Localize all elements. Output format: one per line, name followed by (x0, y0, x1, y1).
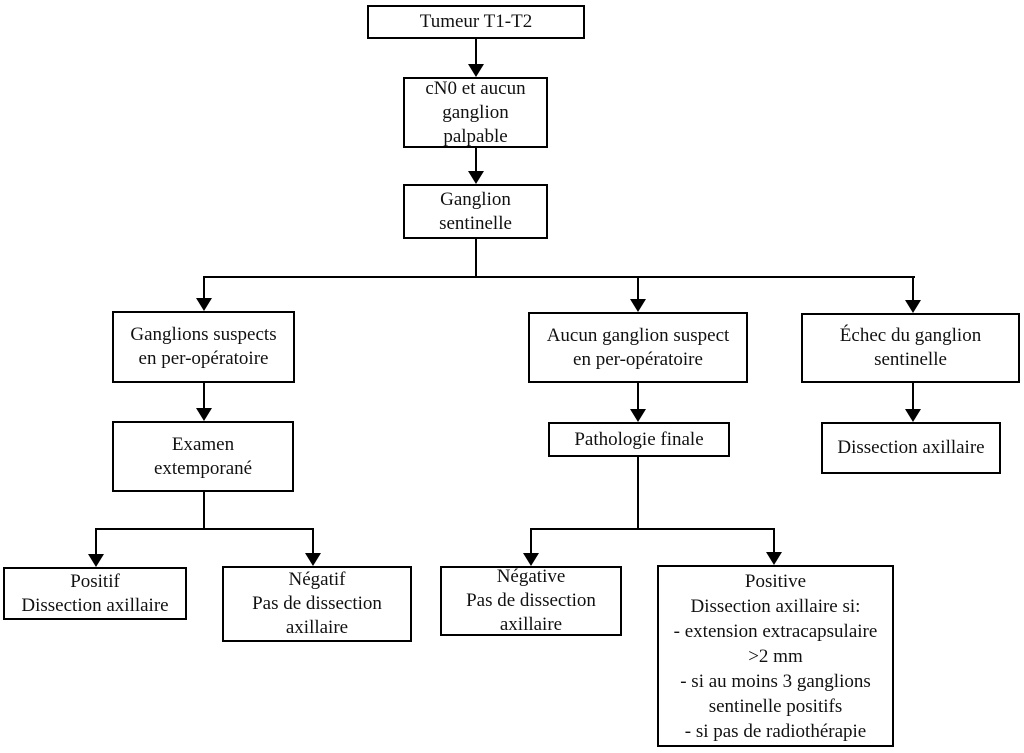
connector-examen-positif (95, 528, 97, 554)
arrow-head-down (905, 300, 921, 313)
connector-pathologie-branch-line (530, 528, 775, 530)
node-examen-extemporane: Examen extemporané (112, 421, 294, 492)
arrow-head-down (305, 553, 321, 566)
node-positive-dissection-conditions: Positive Dissection axillaire si: - exte… (657, 565, 894, 747)
connector-sentinelle-split (475, 239, 477, 278)
arrow-head-down (523, 553, 539, 566)
node-ganglions-suspects-per-operatoire: Ganglions suspects en per-opératoire (112, 311, 295, 383)
node-aucun-ganglion-suspect: Aucun ganglion suspect en per-opératoire (528, 312, 748, 383)
connector-examen-branch-line (95, 528, 314, 530)
connector-aucun-pathologie (637, 383, 639, 409)
node-negative-pas-de-dissection: Négative Pas de dissection axillaire (440, 566, 622, 636)
node-dissection-axillaire: Dissection axillaire (821, 422, 1001, 474)
node-echec-ganglion-sentinelle: Échec du ganglion sentinelle (801, 313, 1020, 383)
node-pathologie-finale: Pathologie finale (548, 422, 730, 457)
connector-examen-split (203, 492, 205, 530)
connector-suspects-examen (203, 383, 205, 408)
node-negatif-pas-de-dissection: Négatif Pas de dissection axillaire (222, 566, 412, 642)
arrow-head-down (766, 552, 782, 565)
connector-branch-left (203, 276, 205, 298)
connector-branch-middle (637, 276, 639, 299)
arrow-head-down (630, 409, 646, 422)
connector-cn0-sentinelle (475, 148, 477, 171)
arrow-head-down (468, 171, 484, 184)
node-cn0-aucun-ganglion-palpable: cN0 et aucun ganglion palpable (403, 77, 548, 148)
arrow-head-down (468, 64, 484, 77)
connector-branch-right (912, 276, 914, 300)
arrow-head-down (196, 298, 212, 311)
connector-echec-dissection (912, 383, 914, 409)
connector-pathologie-negative (530, 528, 532, 553)
arrow-head-down (196, 408, 212, 421)
connector-examen-negatif (312, 528, 314, 553)
node-ganglion-sentinelle: Ganglion sentinelle (403, 184, 548, 239)
arrow-head-down (88, 554, 104, 567)
node-tumeur-t1-t2: Tumeur T1-T2 (367, 5, 585, 39)
node-positif-dissection-axillaire: Positif Dissection axillaire (3, 567, 187, 620)
connector-main-branch-line (203, 276, 915, 278)
connector-pathologie-positive (773, 528, 775, 552)
connector-pathologie-split (637, 457, 639, 530)
arrow-head-down (630, 299, 646, 312)
arrow-head-down (905, 409, 921, 422)
connector-tumeur-cn0 (475, 39, 477, 64)
